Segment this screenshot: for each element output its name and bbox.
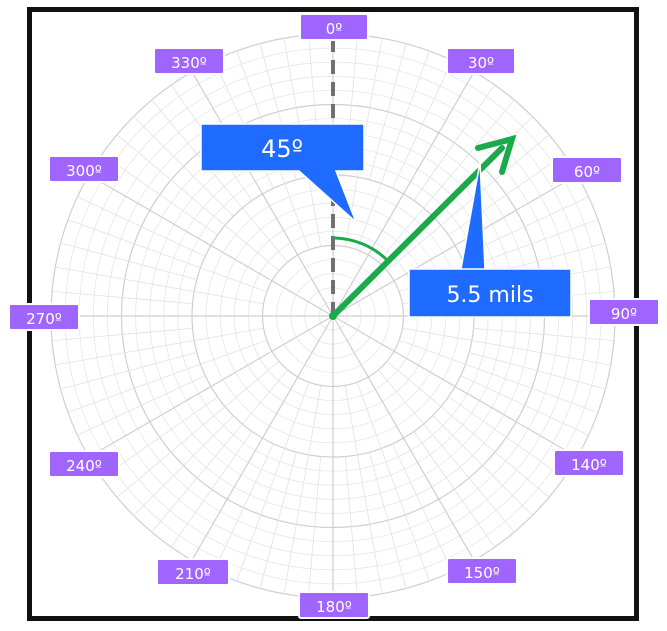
angle-label-90: 90º [588,298,660,326]
grid-spoke [55,266,264,305]
grid-spoke [308,456,322,597]
grid-spoke [60,242,197,280]
grid-spoke [344,385,383,594]
grid-spoke [392,443,453,572]
grid-spoke [283,385,322,594]
grid-spoke [432,415,533,516]
grid-spoke [369,452,407,589]
angle-label-240: 240º [48,450,120,478]
grid-spoke [377,99,515,263]
grid-spoke [402,327,611,366]
grid-spoke [191,315,334,561]
grid-spoke [344,456,358,597]
grid-spoke [377,369,515,533]
angle-label-140: 140º [553,449,625,477]
angle-label-270: 270º [8,303,80,331]
grid-spoke [473,327,614,341]
angle-label-30: 30º [446,47,516,75]
grid-spoke [67,339,267,413]
grid-spoke [399,339,599,413]
grid-spoke [77,375,206,436]
grid-spoke [356,50,430,250]
grid-spoke [259,452,297,589]
grid-spoke [356,382,430,582]
grid-spoke [88,174,334,317]
angle-callout: 45º [200,123,365,223]
origin-point [329,312,337,320]
grid-spoke [133,415,234,516]
grid-spoke [386,360,550,498]
angle-label-150: 150º [446,557,518,585]
magnitude-callout: 5.5 mils [408,161,572,318]
grid-spoke [413,84,496,201]
grid-spoke [52,327,193,341]
grid-spoke [448,396,565,479]
grid-spoke [67,219,267,293]
angle-label-210: 210º [156,558,230,586]
grid-spoke [170,431,253,548]
magnitude-callout-text: 5.5 mils [446,283,533,308]
grid-spoke [469,352,606,390]
grid-spoke [460,375,589,436]
vector-arrow-head [475,134,517,175]
grid-spoke [88,315,334,458]
angle-callout-text: 45º [261,135,303,163]
grid-spoke [101,396,218,479]
grid-spoke [392,60,453,189]
grid-spoke [151,99,289,263]
grid-spoke [191,71,334,317]
grid-spoke [236,382,310,582]
angle-arc [332,236,390,263]
grid-spoke [116,360,280,498]
grid-spoke [116,134,280,272]
grid-spoke [77,196,206,257]
angle-label-60: 60º [551,156,623,184]
angle-label-0: 0º [299,13,369,41]
angle-label-300: 300º [48,155,120,183]
grid-spoke [386,134,550,272]
grid-spoke [52,291,193,305]
angle-label-180: 180º [298,591,370,619]
grid-spoke [101,153,218,236]
grid-spoke [332,71,475,317]
grid-spoke [151,369,289,533]
grid-spoke [448,153,565,236]
grid-spoke [55,327,264,366]
grid-spoke [332,315,475,561]
grid-spoke [413,431,496,548]
angle-label-330: 330º [153,47,225,75]
grid-spoke [332,315,578,458]
grid-spoke [133,116,234,217]
grid-spoke [60,352,197,390]
grid-spoke [369,43,407,180]
grid-spoke [332,174,578,317]
grid-spoke [213,443,274,572]
vector-arrow-shaft [330,145,505,319]
